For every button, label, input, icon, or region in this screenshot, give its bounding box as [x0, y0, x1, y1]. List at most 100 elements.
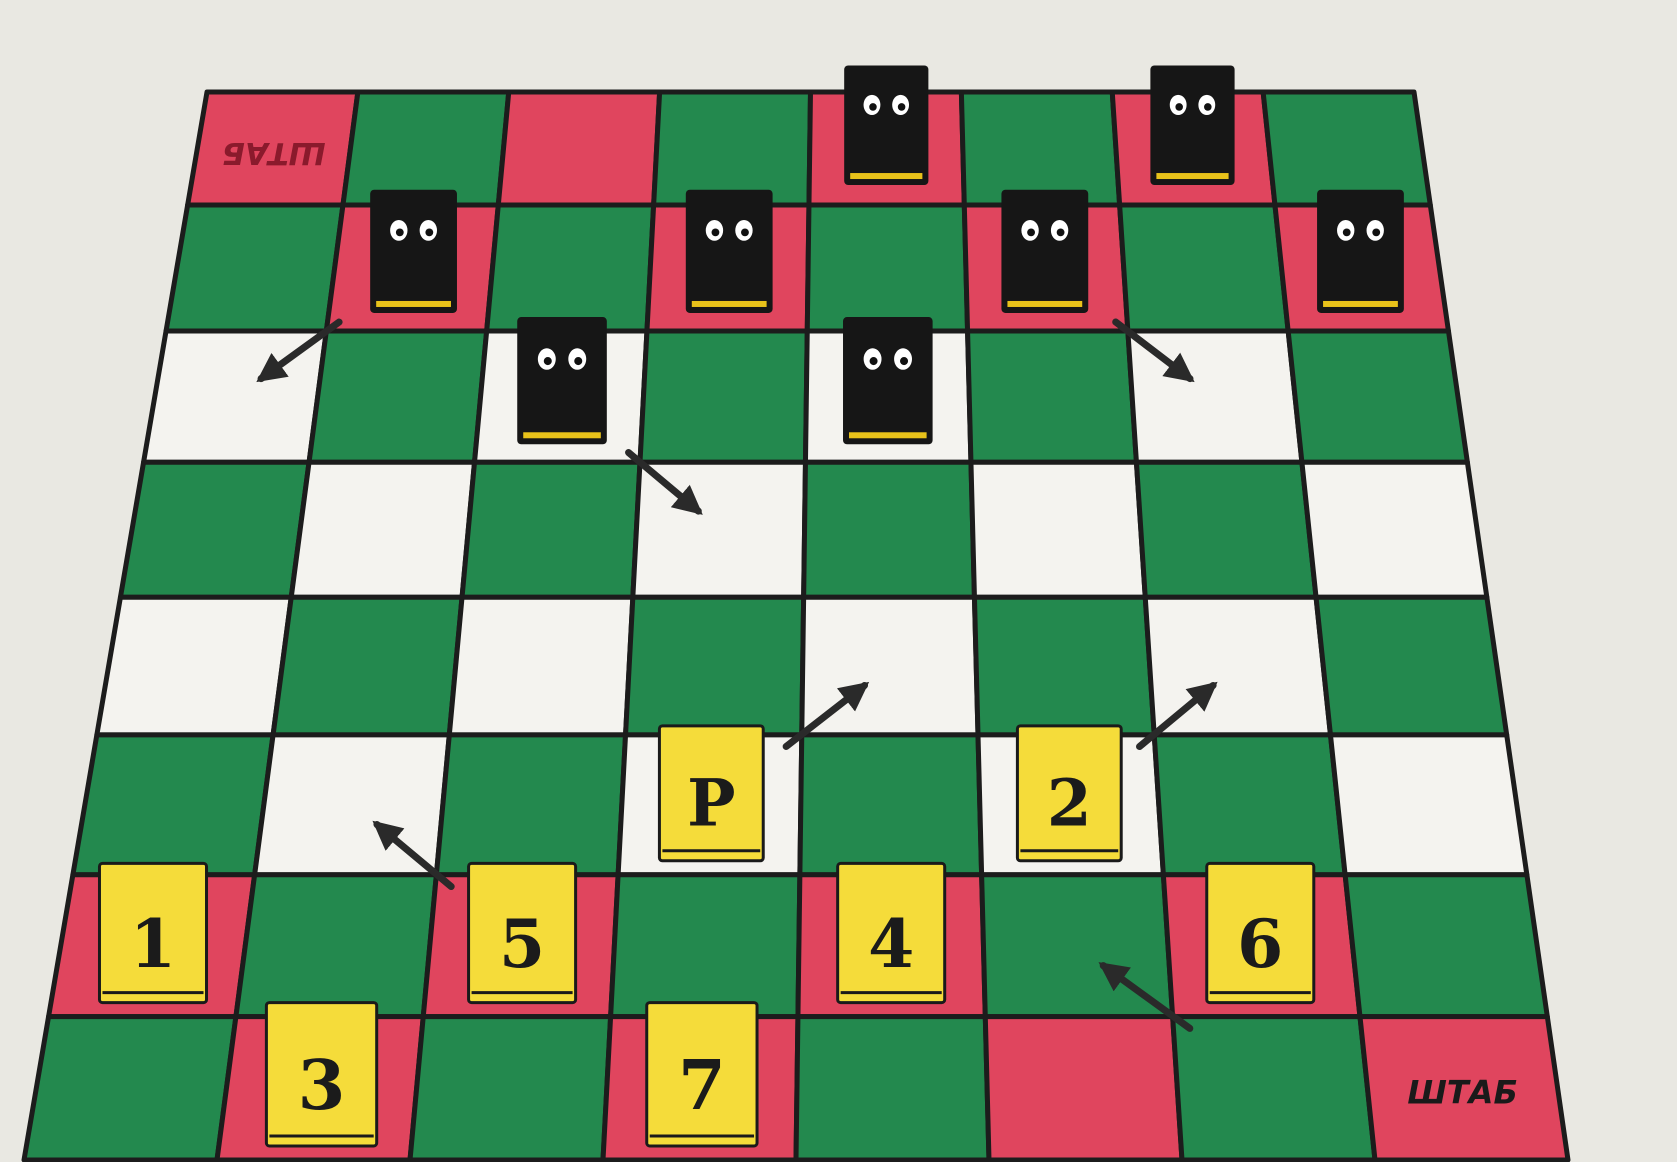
- board-square-r4-c0[interactable]: [97, 597, 291, 735]
- dark-piece-body: [1001, 190, 1088, 313]
- pupil-icon: [870, 357, 878, 365]
- board-square-r3-c2[interactable]: [462, 462, 640, 597]
- board-square-r3-c0[interactable]: [120, 462, 309, 597]
- dark-piece-body: [686, 190, 773, 313]
- pupil-icon: [741, 228, 749, 236]
- dark-piece-stripe: [1007, 301, 1082, 307]
- piece-number: 7: [678, 1046, 726, 1126]
- board-square-r6-c7[interactable]: [1345, 875, 1547, 1017]
- board-square-r7-c2[interactable]: [410, 1017, 611, 1160]
- board-square-r7-c5[interactable]: [985, 1017, 1182, 1160]
- board-square-r7-c0[interactable]: [24, 1017, 236, 1160]
- pupil-icon: [574, 357, 582, 365]
- board-square-r3-c4[interactable]: [804, 462, 975, 597]
- board-square-r3-c1[interactable]: [291, 462, 474, 597]
- board-square-r2-c7[interactable]: [1288, 331, 1467, 462]
- pupil-icon: [900, 357, 908, 365]
- yellow-piece-P[interactable]: P: [659, 726, 763, 861]
- dark-piece[interactable]: [843, 317, 933, 444]
- yellow-piece-5[interactable]: 5: [469, 863, 576, 1002]
- piece-number: 1: [130, 905, 176, 983]
- piece-number: P: [687, 767, 735, 842]
- dark-piece-stripe: [1323, 301, 1398, 307]
- board-square-r3-c5[interactable]: [971, 462, 1145, 597]
- piece-number: 5: [499, 905, 545, 983]
- board-square-r5-c1[interactable]: [255, 735, 450, 875]
- dark-piece[interactable]: [1317, 190, 1404, 313]
- board-square-r0-c2[interactable]: [498, 92, 659, 205]
- board-square-r0-c1[interactable]: [343, 92, 509, 205]
- dark-piece-stripe: [376, 301, 451, 307]
- yellow-piece-7[interactable]: 7: [647, 1003, 757, 1146]
- pupil-icon: [1057, 228, 1065, 236]
- dark-piece[interactable]: [1001, 190, 1088, 313]
- board-square-r4-c1[interactable]: [273, 597, 462, 735]
- dark-piece[interactable]: [1150, 65, 1234, 185]
- piece-number: 4: [868, 905, 914, 983]
- board-square-r1-c2[interactable]: [487, 205, 654, 331]
- board-square-r0-c7[interactable]: [1263, 92, 1430, 205]
- dark-piece-body: [1317, 190, 1404, 313]
- pupil-icon: [1175, 103, 1183, 111]
- piece-number: 6: [1237, 905, 1283, 983]
- board-square-r7-c4[interactable]: [796, 1017, 989, 1160]
- board-square-r2-c1[interactable]: [309, 331, 487, 462]
- board-square-r2-c5[interactable]: [968, 331, 1137, 462]
- dark-piece-body: [370, 190, 457, 313]
- pupil-icon: [712, 228, 720, 236]
- yellow-piece-3[interactable]: 3: [266, 1003, 376, 1146]
- dark-piece[interactable]: [370, 190, 457, 313]
- board-square-r4-c2[interactable]: [449, 597, 633, 735]
- dark-piece-stripe: [692, 301, 767, 307]
- board-square-r1-c0[interactable]: [166, 205, 343, 331]
- board-square-r0-c3[interactable]: [654, 92, 811, 205]
- pupil-icon: [396, 228, 404, 236]
- dark-piece-body: [843, 317, 933, 444]
- board-square-r7-c6[interactable]: [1173, 1017, 1375, 1160]
- pupil-icon: [1343, 228, 1351, 236]
- board-square-r5-c6[interactable]: [1154, 735, 1345, 875]
- dark-piece-stripe: [523, 432, 601, 438]
- pupil-icon: [544, 357, 552, 365]
- dark-piece-body: [844, 65, 928, 185]
- board-square-r4-c3[interactable]: [626, 597, 804, 735]
- yellow-piece-2[interactable]: 2: [1017, 726, 1121, 861]
- piece-number: 2: [1047, 767, 1092, 842]
- board-square-r6-c3[interactable]: [611, 875, 800, 1017]
- board-square-r5-c7[interactable]: [1330, 735, 1526, 875]
- dark-piece[interactable]: [844, 65, 928, 185]
- dark-piece-stripe: [1156, 173, 1228, 179]
- yellow-piece-1[interactable]: 1: [99, 863, 206, 1002]
- board-square-r3-c3[interactable]: [633, 462, 806, 597]
- hq-label-bottom: ШТАБ: [1407, 1073, 1518, 1111]
- pupil-icon: [1372, 228, 1380, 236]
- board-square-r5-c4[interactable]: [800, 735, 982, 875]
- dark-piece[interactable]: [517, 317, 607, 444]
- pupil-icon: [425, 228, 433, 236]
- board-square-r4-c7[interactable]: [1316, 597, 1507, 735]
- board-square-r5-c0[interactable]: [73, 735, 273, 875]
- dark-piece-body: [1150, 65, 1234, 185]
- board-square-r6-c1[interactable]: [236, 875, 436, 1017]
- yellow-piece-6[interactable]: 6: [1207, 863, 1314, 1002]
- board-square-r3-c7[interactable]: [1302, 462, 1487, 597]
- dark-piece[interactable]: [686, 190, 773, 313]
- board-square-r3-c6[interactable]: [1136, 462, 1316, 597]
- dark-piece-body: [517, 317, 607, 444]
- board-square-r1-c6[interactable]: [1120, 205, 1289, 331]
- piece-number: 3: [298, 1046, 346, 1126]
- yellow-piece-4[interactable]: 4: [838, 863, 945, 1002]
- board-square-r5-c2[interactable]: [436, 735, 625, 875]
- dark-piece-stripe: [850, 173, 922, 179]
- pupil-icon: [1204, 103, 1212, 111]
- board-square-r4-c5[interactable]: [974, 597, 1154, 735]
- pupil-icon: [869, 103, 877, 111]
- board-square-r0-c5[interactable]: [961, 92, 1119, 205]
- pupil-icon: [898, 103, 906, 111]
- pupil-icon: [1027, 228, 1035, 236]
- board-square-r2-c3[interactable]: [640, 331, 807, 462]
- hq-label-top: ШТАБ: [222, 135, 326, 170]
- board-square-r1-c4[interactable]: [807, 205, 967, 331]
- dark-piece-stripe: [849, 432, 927, 438]
